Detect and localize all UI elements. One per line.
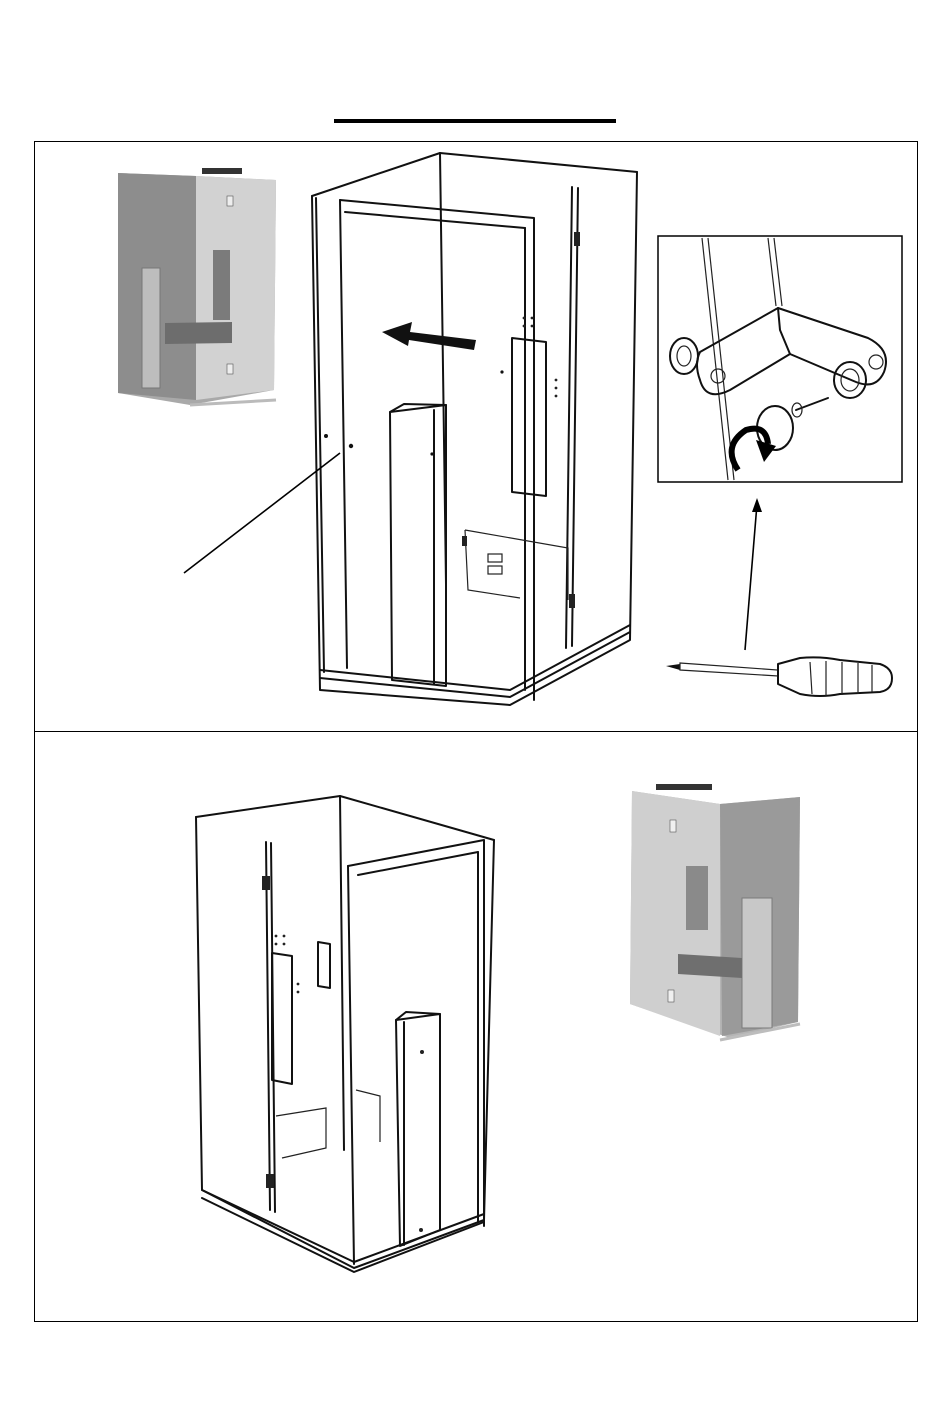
screwdriver-pointer xyxy=(745,504,757,650)
hinge-detail-inset xyxy=(658,236,902,482)
arrow-left-icon xyxy=(382,322,476,350)
sauna-mirrored-photo xyxy=(630,784,800,1040)
sauna-photo-thumbnail xyxy=(118,168,276,405)
screwdriver-icon xyxy=(666,657,892,696)
sauna-mirrored-drawing xyxy=(196,796,494,1272)
